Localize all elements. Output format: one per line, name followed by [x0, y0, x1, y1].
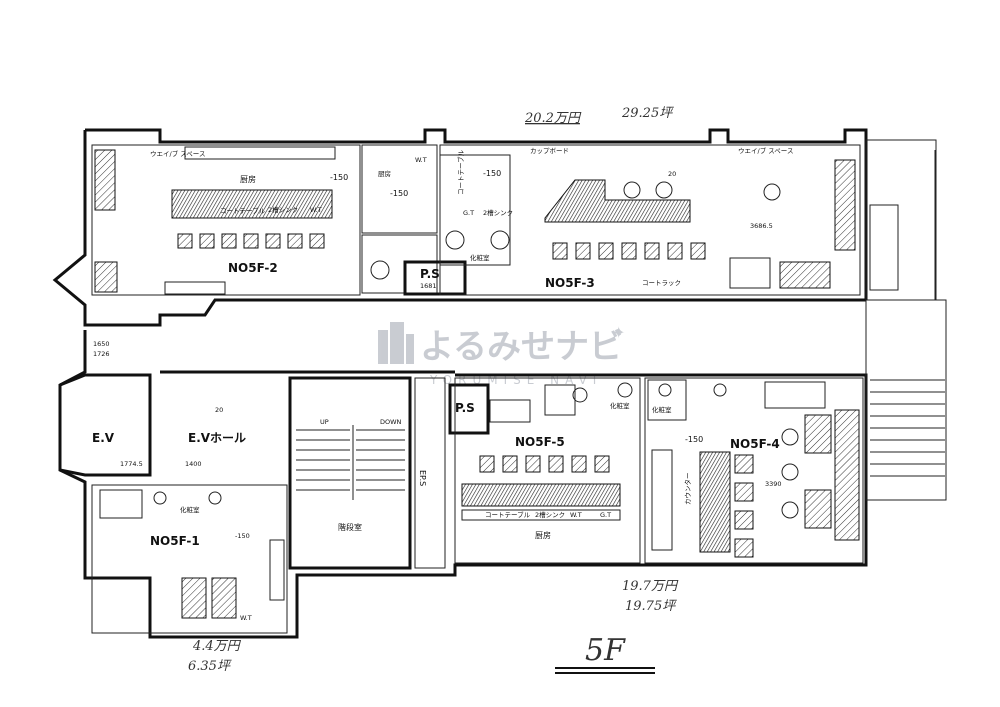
dim-label: 3390 [765, 480, 782, 488]
seat-row [479, 455, 610, 473]
note-bottom-right-area: 19.75坪 [625, 599, 677, 614]
ps-label: P.S [420, 267, 440, 281]
room-kitchen: 厨房 [240, 174, 256, 184]
ev-label: E.V [92, 431, 115, 445]
floor-label-text: 5F [585, 633, 626, 668]
ev-hall-label: E.Vホール [188, 431, 246, 445]
stair-label: 階段室 [338, 522, 362, 532]
dim-label: -150 [390, 189, 408, 198]
watermark: よるみせナビ YORUMISE NAVI ✦ [378, 322, 625, 387]
sparkle-icon: ✦ [612, 323, 625, 342]
dim-label: 1400 [185, 460, 202, 468]
dim-label: 20 [215, 406, 223, 414]
room-gt: G.T [463, 209, 474, 217]
seat-row [177, 233, 325, 249]
dim-label: -150 [330, 173, 348, 182]
unit-5f-2-service: 厨房 W.T -150 [361, 144, 438, 294]
unit-label: NO5F-1 [150, 534, 200, 548]
room-gt: G.T [600, 511, 611, 519]
room-sink: 2槽シンク [535, 510, 565, 519]
dim-label: 1650 [93, 340, 110, 348]
room-sink: 2槽シンク [483, 208, 513, 217]
unit-5f-4[interactable]: NO5F-4 化粧室 -150 3390 カウンター [644, 377, 864, 564]
dim-label: 1774.5 [120, 460, 143, 468]
seat-row [552, 242, 706, 260]
room-wt: W.T [310, 206, 322, 214]
unit-label: NO5F-4 [730, 437, 780, 451]
shafts: EP.S P.S [414, 377, 490, 569]
unit-5f-1[interactable]: NO5F-1 -150 化粧室 W.T [91, 484, 288, 634]
floor-label: 5F [555, 633, 655, 674]
elevator-hall: E.Vホール 1774.5 1400 1726 1650 20 [93, 340, 246, 468]
room-coat-rack: コートラック [642, 279, 681, 287]
elevator: E.V [59, 373, 152, 477]
stair-up: UP [320, 418, 329, 426]
dim-label: 1726 [93, 350, 110, 358]
dim-label: 1681 [420, 282, 437, 290]
room-owner-space: ウエイ/ブ スペース [738, 146, 793, 155]
building-outline [52, 128, 947, 639]
unit-label: NO5F-3 [545, 276, 595, 290]
dim-label: 20 [668, 170, 676, 178]
room-counter-table: コートテーブル [485, 510, 531, 519]
ps-top: P.S 1681 [403, 260, 467, 296]
room-toilet: 化粧室 [652, 405, 672, 414]
eps-label: EP.S [418, 470, 427, 486]
note-top-price: 20.2万円 [524, 111, 582, 126]
stairwell: UP DOWN 階段室 [288, 376, 412, 570]
dim-label: -150 [685, 435, 703, 444]
note-bottom-right-price: 19.7万円 [622, 579, 679, 594]
unit-5f-2[interactable]: NO5F-2 厨房 -150 コートテーブル 2槽シンク W.T ウエイ/ブ ス… [91, 144, 361, 296]
room-counter-table: コートテーブル [456, 149, 465, 195]
note-bottom-left-area: 6.35坪 [188, 659, 232, 674]
room-kitchen: 厨房 [535, 530, 551, 540]
building-icon [378, 322, 414, 364]
room-sink: 2槽シンク [268, 205, 298, 214]
room-counter-board: カップボード [530, 147, 569, 155]
stair-down: DOWN [380, 418, 402, 426]
note-bottom-left-price: 4.4万円 [192, 639, 242, 654]
room-counter-table: コートテーブル [220, 206, 266, 215]
exterior-stair [869, 204, 945, 477]
unit-label: NO5F-5 [515, 435, 565, 449]
room-owner-space: ウエイ/ブ スペース [150, 149, 205, 158]
dim-label: -150 [483, 169, 501, 178]
room-kitchen: 厨房 [378, 169, 391, 178]
ps-label: P.S [455, 401, 475, 415]
watermark-brand: よるみせナビ [420, 327, 623, 367]
room-wt: W.T [570, 511, 582, 519]
dim-label: 3686.5 [750, 222, 773, 230]
room-toilet: 化粧室 [470, 253, 490, 262]
unit-label: NO5F-2 [228, 261, 278, 275]
dim-label: -150 [235, 532, 250, 540]
unit-5f-5[interactable]: NO5F-5 厨房 化粧室 コートテーブル 2槽シンク W.T G.T [454, 377, 641, 564]
handwritten-notes: 20.2万円 29.25坪 19.7万円 19.75坪 4.4万円 6.35坪 [188, 106, 679, 674]
room-toilet: 化粧室 [180, 505, 200, 514]
room-toilet: 化粧室 [610, 401, 630, 410]
room-wt: W.T [240, 614, 252, 622]
unit-5f-3[interactable]: NO5F-3 -150 コートテーブル G.T 2槽シンク 化粧室 コートラック… [439, 144, 861, 296]
room-wt: W.T [415, 156, 427, 164]
room-counter: カウンター [683, 473, 692, 506]
note-top-area: 29.25坪 [621, 106, 674, 121]
